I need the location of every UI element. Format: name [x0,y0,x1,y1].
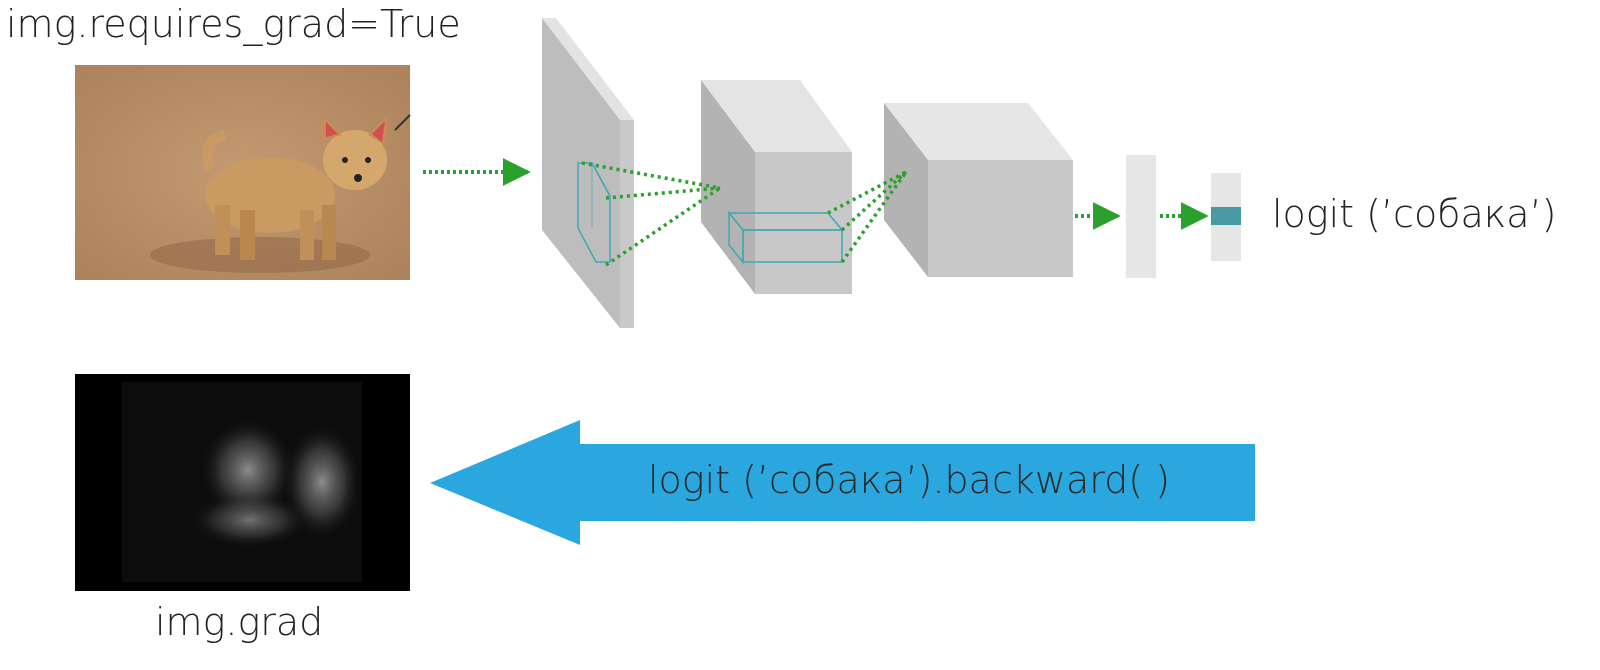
conv-layer-3 [884,103,1073,277]
logits-layer [1211,173,1241,261]
logit-label: logit (’собака’) [1272,192,1557,236]
conv-layer-1 [542,18,634,328]
receptive-field-lines [581,161,908,267]
backward-arrow [430,420,1255,545]
dog-logit-cell [1211,207,1241,225]
fc-layer [1126,155,1156,278]
backward-label: logit (’собака’).backward( ) [648,458,1171,502]
gradient-saliency-image [75,374,410,591]
gradient-caption: img.grad [155,600,324,644]
input-caption: img.requires_grad=True [6,2,461,46]
dog-photo-image [75,65,411,280]
conv-layer-2 [701,80,852,294]
